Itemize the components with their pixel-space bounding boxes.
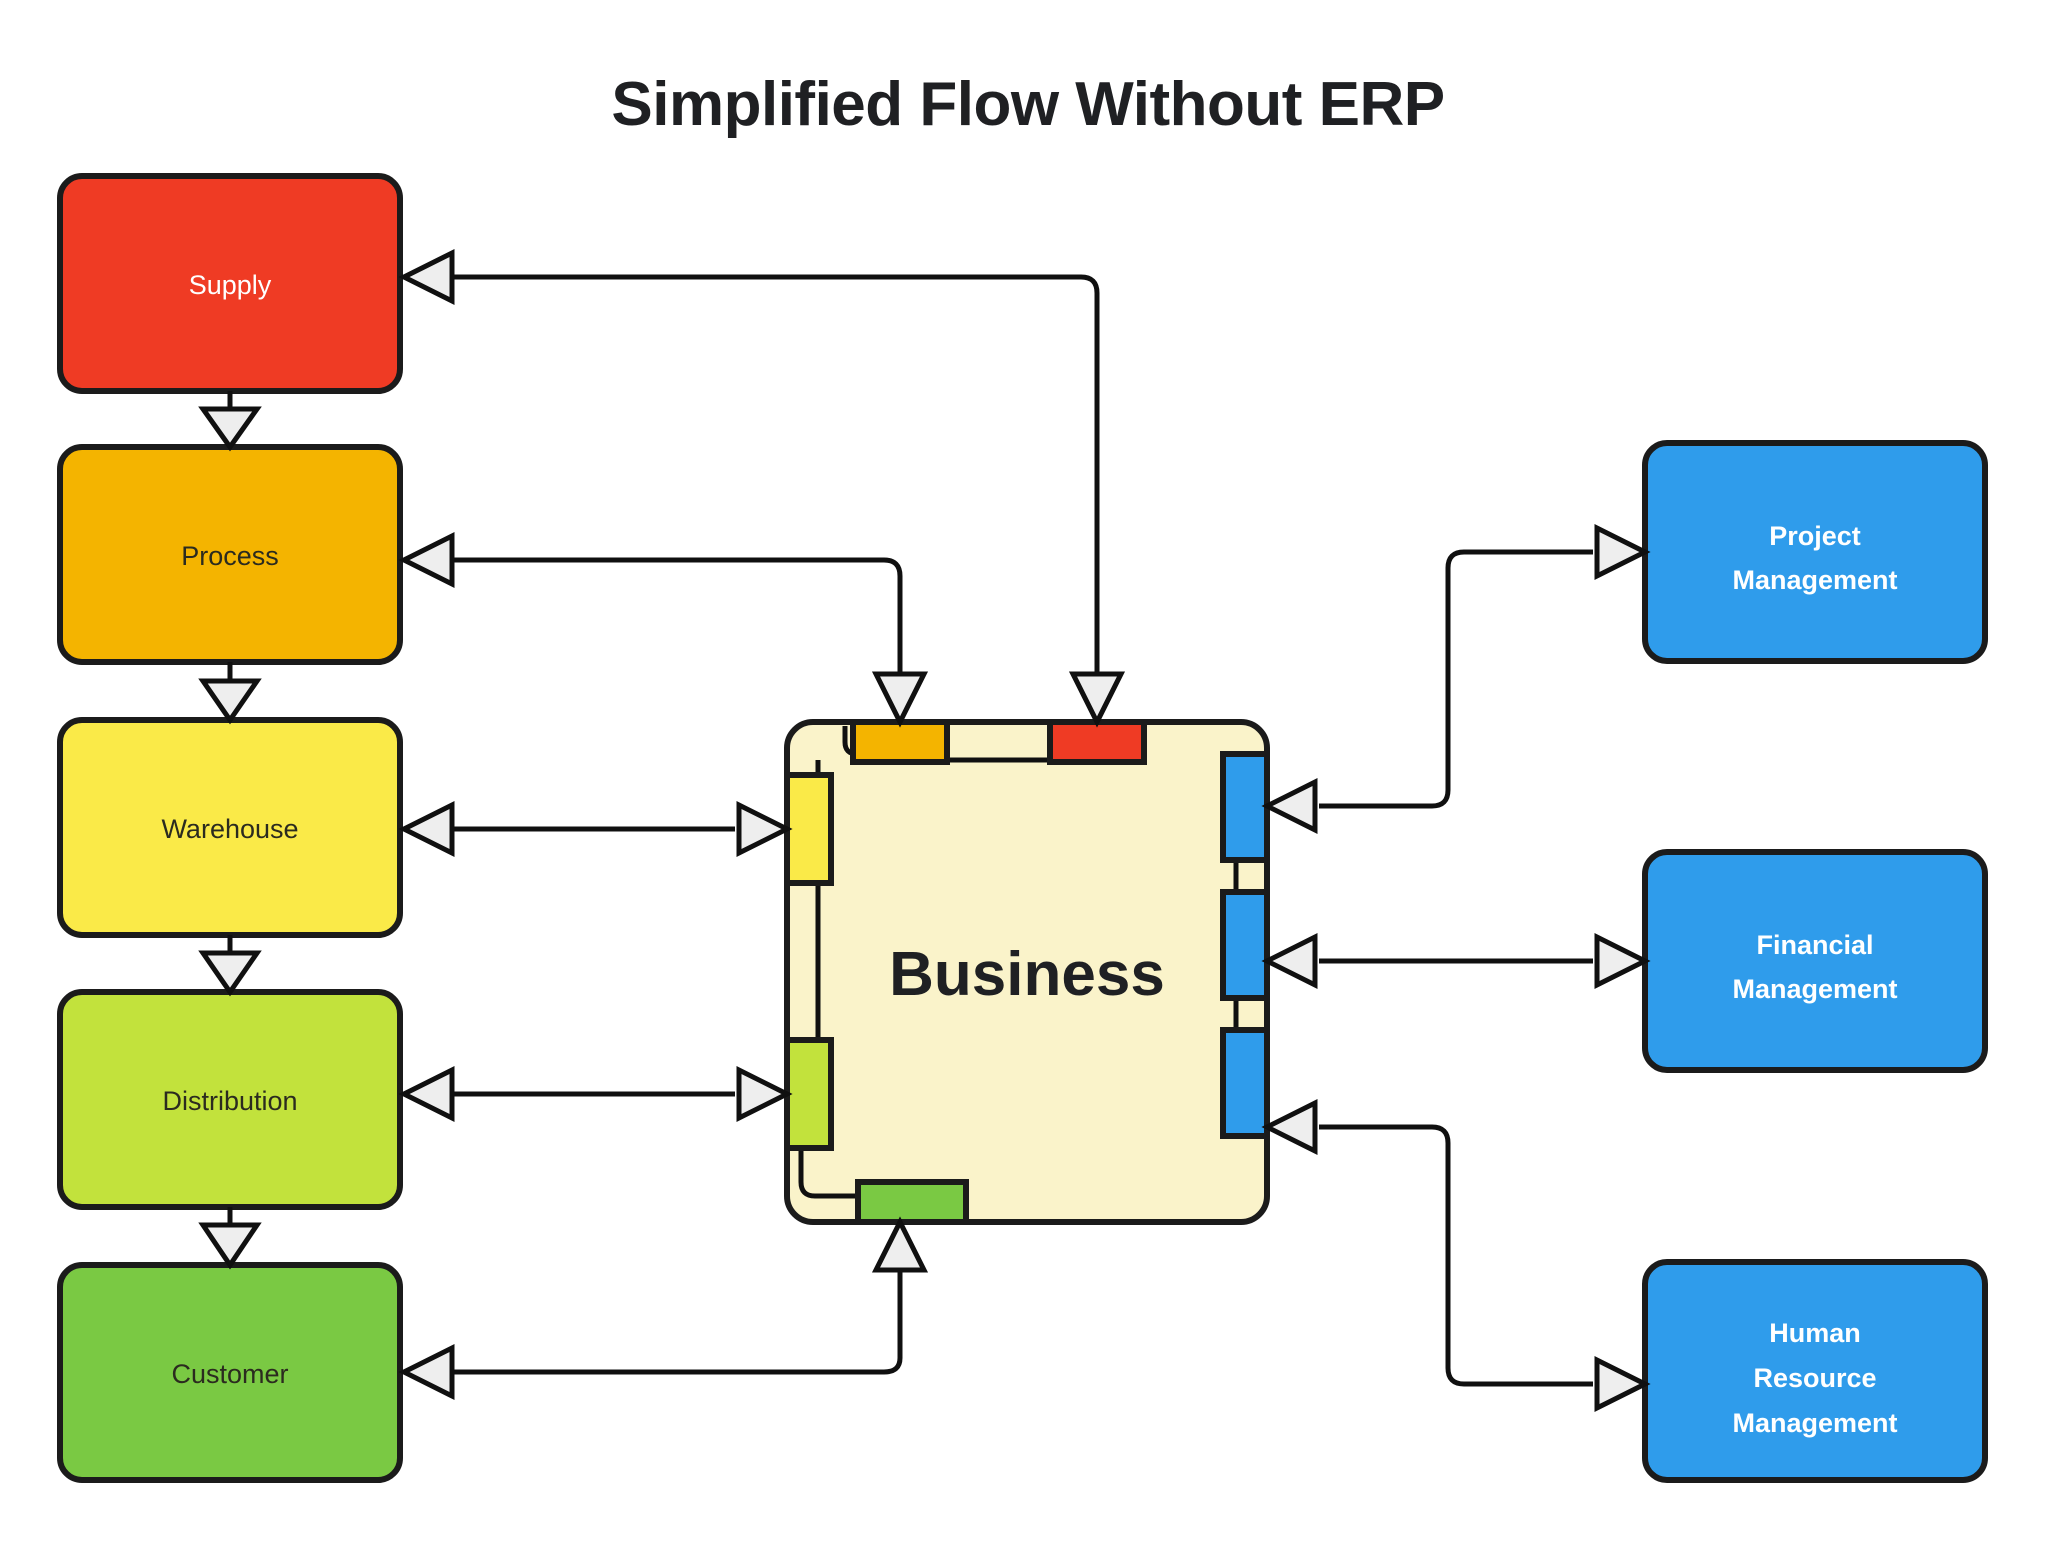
edge-hub-warehouse	[398, 800, 793, 858]
edge-process-to-warehouse	[198, 662, 262, 725]
hub-port-project[interactable]	[1220, 751, 1270, 863]
arrowhead-down-supply-process	[198, 406, 262, 452]
hub-port-process[interactable]	[850, 719, 950, 765]
edge-warehouse-to-distribution	[198, 935, 262, 997]
arrowhead-right-warehouse-port	[736, 800, 793, 858]
arrowhead-right-distribution-port	[736, 1065, 793, 1123]
hub-port-customer[interactable]	[855, 1179, 969, 1225]
node-supply-label: Supply	[189, 270, 272, 300]
node-customer[interactable]: Customer	[57, 1262, 403, 1483]
arrowhead-down-distribution-customer	[198, 1222, 262, 1270]
business-hub[interactable]: Business	[784, 719, 1270, 1225]
node-financial-management-label-line1: Financial	[1756, 930, 1873, 960]
arrowhead-right-hr	[1594, 1355, 1651, 1413]
node-hr-management-label-line2: Resource	[1753, 1363, 1876, 1393]
arrowhead-left-process	[398, 531, 455, 589]
arrowhead-left-customer	[398, 1343, 455, 1401]
edge-hub-project-management	[1261, 523, 1651, 835]
node-project-management-body	[1642, 440, 1988, 664]
edge-hub-distribution	[398, 1065, 793, 1123]
node-warehouse-label: Warehouse	[161, 814, 298, 844]
hub-port-distribution[interactable]	[784, 1037, 834, 1151]
node-financial-management-body	[1642, 849, 1988, 1073]
arrowhead-down-hub-process-port	[871, 671, 929, 728]
node-financial-management[interactable]: Financial Management	[1642, 849, 1988, 1073]
arrowhead-up-hub-customer-port	[871, 1216, 929, 1273]
hub-port-hr[interactable]	[1220, 1027, 1270, 1139]
edge-distribution-to-customer	[198, 1207, 262, 1270]
arrowhead-left-project-port	[1261, 777, 1318, 835]
edge-hub-hr-management	[1261, 1098, 1651, 1413]
node-distribution-label: Distribution	[162, 1086, 297, 1116]
node-hr-management[interactable]: Human Resource Management	[1642, 1259, 1988, 1483]
edge-hub-to-customer	[398, 1216, 929, 1401]
node-process-label: Process	[181, 541, 279, 571]
arrowhead-left-distribution	[398, 1065, 455, 1123]
node-project-management-label-line2: Management	[1732, 565, 1897, 595]
hub-port-supply[interactable]	[1047, 719, 1147, 765]
business-hub-label: Business	[889, 940, 1165, 1009]
edge-hub-to-supply	[398, 248, 1126, 728]
node-hr-management-label-line3: Management	[1732, 1408, 1897, 1438]
edge-supply-to-process	[198, 391, 262, 452]
arrowhead-left-supply	[398, 248, 455, 306]
arrowhead-left-financial-port	[1261, 932, 1318, 990]
node-project-management-label-line1: Project	[1769, 521, 1861, 551]
arrowhead-left-hr-port	[1261, 1098, 1318, 1156]
node-hr-management-body	[1642, 1259, 1988, 1483]
node-process[interactable]: Process	[57, 444, 403, 665]
arrowhead-left-warehouse	[398, 800, 455, 858]
edge-hub-to-process	[398, 531, 929, 728]
arrowhead-down-process-warehouse	[198, 678, 262, 725]
arrowhead-right-financial	[1594, 932, 1651, 990]
arrowhead-down-warehouse-distribution	[198, 950, 262, 997]
arrowhead-right-project	[1594, 523, 1651, 581]
node-distribution[interactable]: Distribution	[57, 989, 403, 1210]
node-financial-management-label-line2: Management	[1732, 974, 1897, 1004]
arrowhead-down-hub-supply-port	[1068, 671, 1126, 728]
hub-port-financial[interactable]	[1220, 889, 1270, 1001]
node-project-management[interactable]: Project Management	[1642, 440, 1988, 664]
node-hr-management-label-line1: Human	[1769, 1318, 1861, 1348]
node-customer-label: Customer	[171, 1359, 288, 1389]
edge-hub-financial-management	[1261, 932, 1651, 990]
node-warehouse[interactable]: Warehouse	[57, 717, 403, 938]
hub-port-warehouse[interactable]	[784, 772, 834, 886]
page-title: Simplified Flow Without ERP	[611, 70, 1444, 139]
node-supply[interactable]: Supply	[57, 173, 403, 394]
hub-internal-left-lower	[798, 1140, 855, 1199]
